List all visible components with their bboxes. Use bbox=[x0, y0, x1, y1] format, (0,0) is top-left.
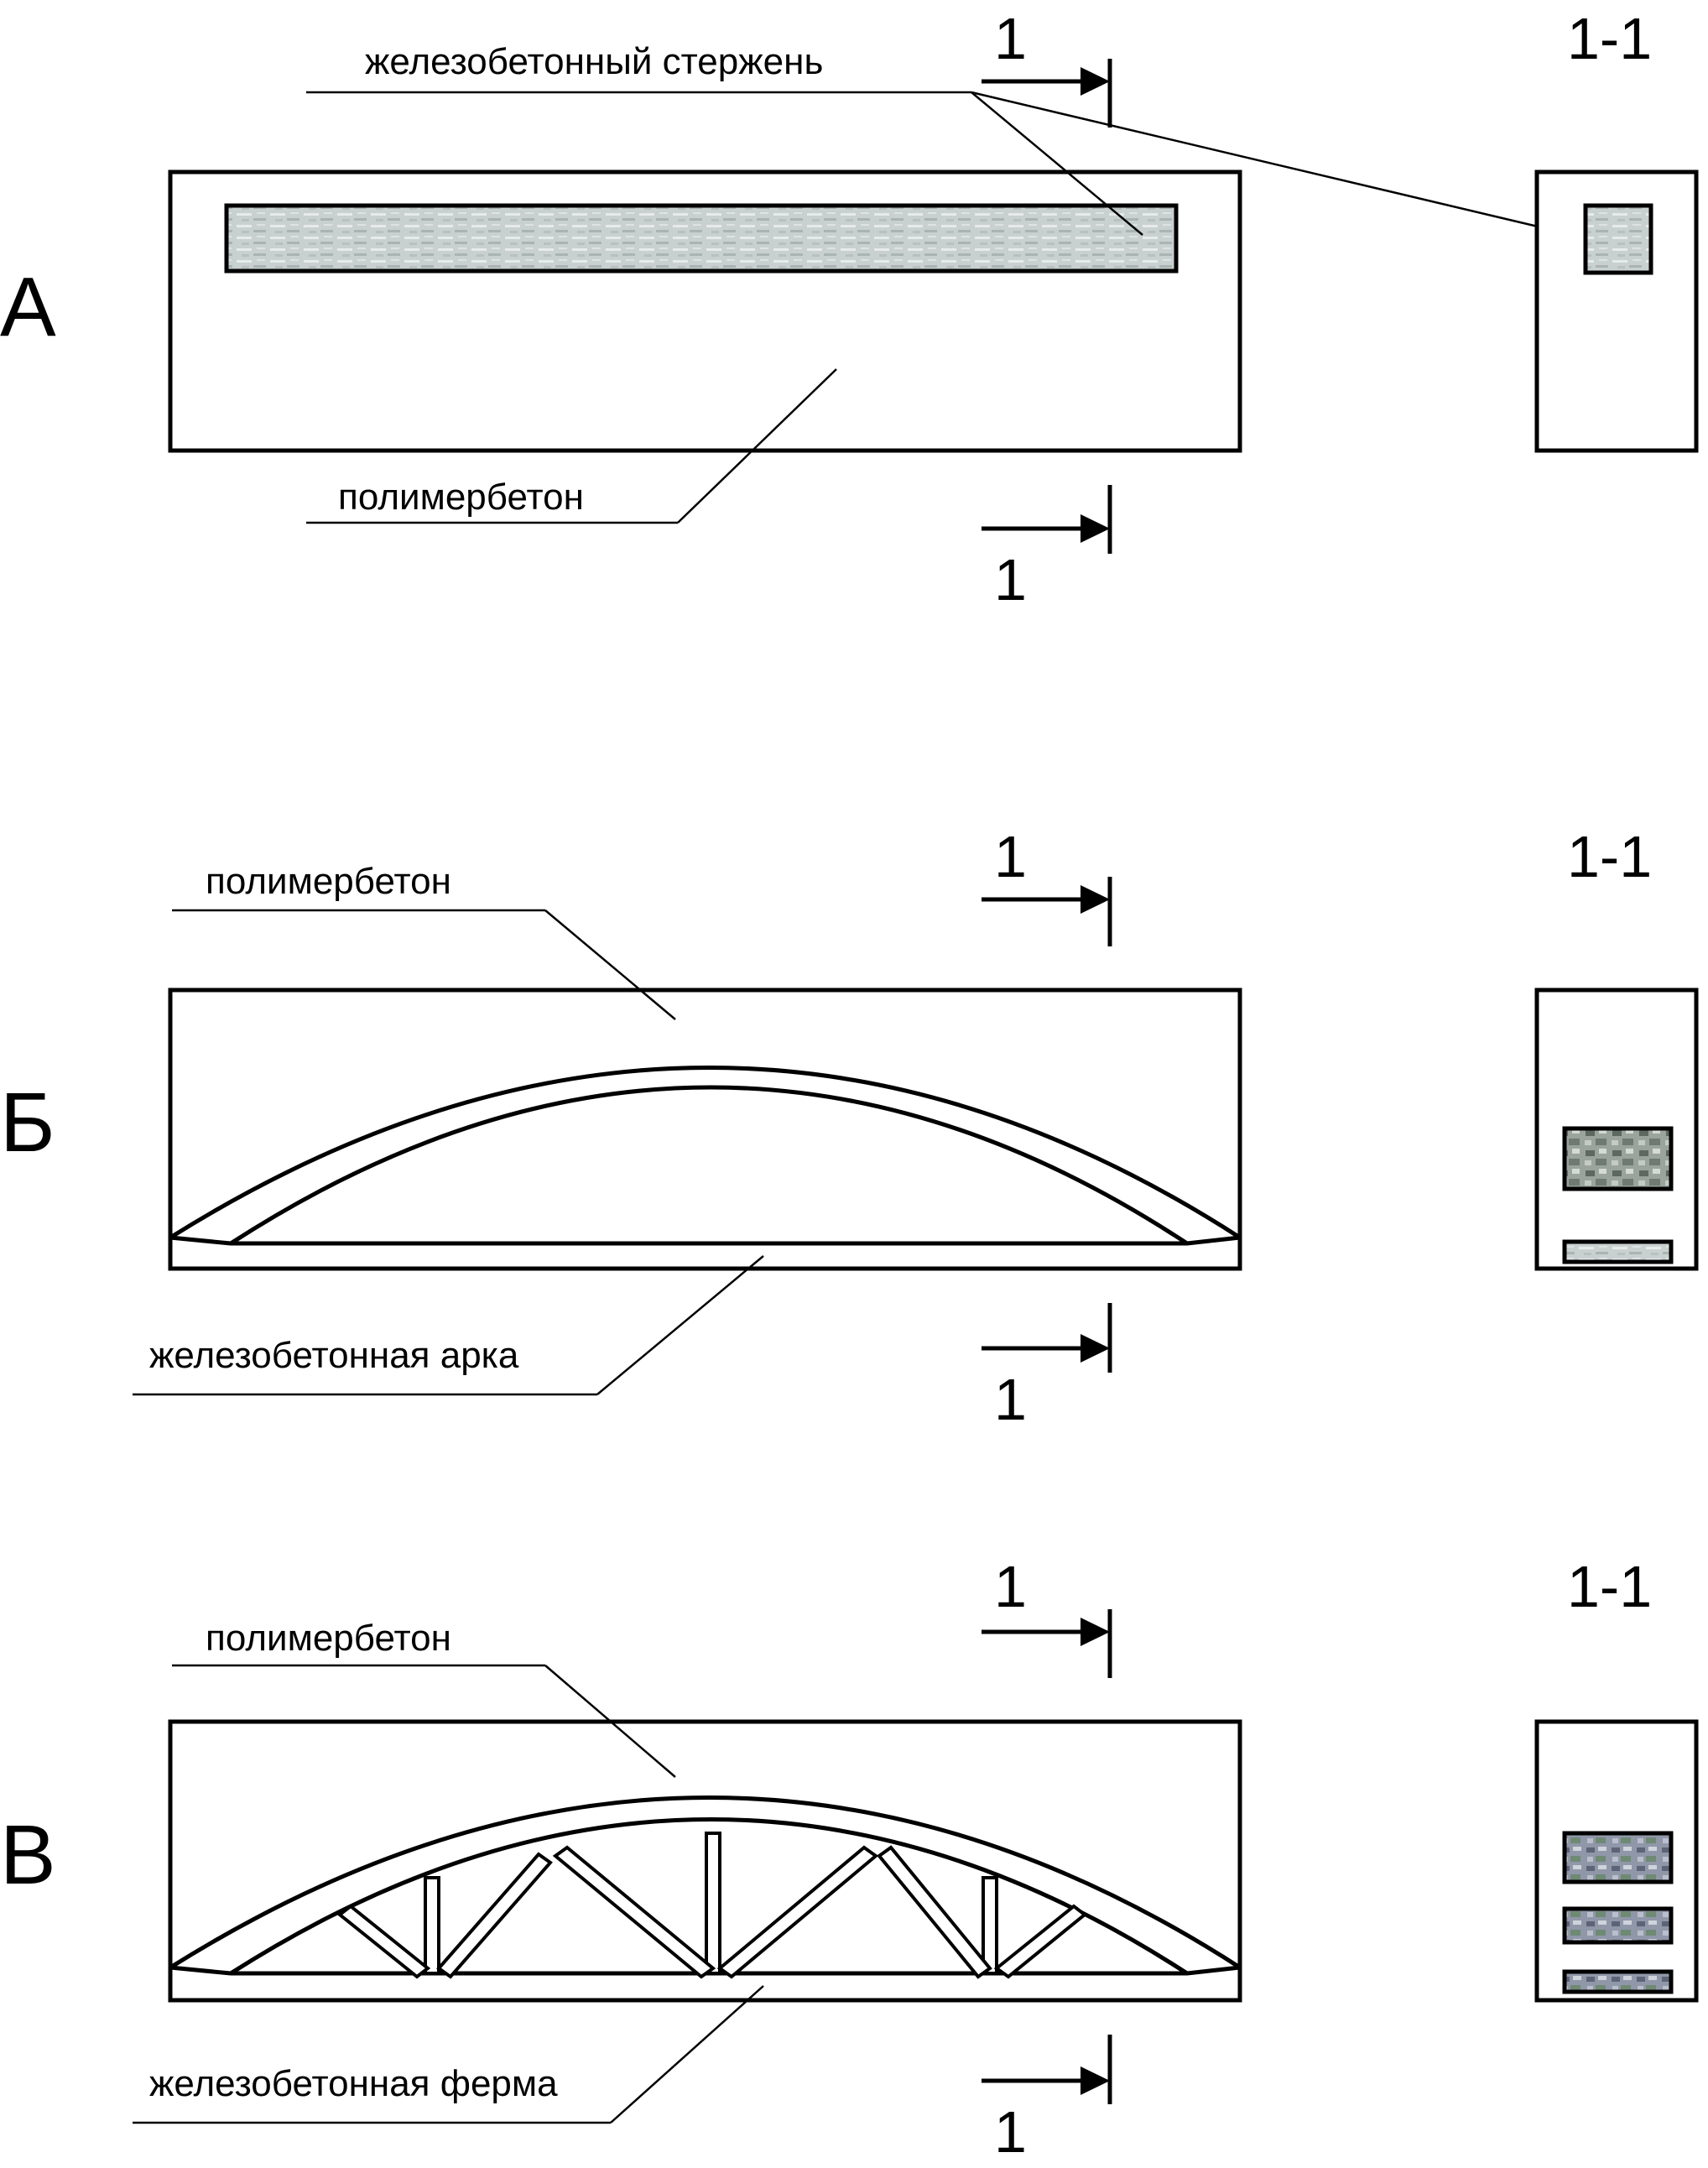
panel-c-section-mark-bottom: 1 bbox=[994, 2099, 1027, 2165]
panel-c-truss-diagonal bbox=[993, 1904, 1088, 1979]
panel-a-rod-label: железобетонный стержень bbox=[365, 41, 823, 82]
panel-c-section-mark-top: 1 bbox=[994, 1554, 1027, 1619]
panel-c-truss-vertical bbox=[705, 1832, 721, 1975]
panel-c-cross-section-top-chord bbox=[1562, 1831, 1674, 1884]
panel-c-section-title: 1-1 bbox=[1567, 1554, 1652, 1619]
panel-b-polymer-label: полимербетон bbox=[206, 861, 451, 902]
panel-a-section-arrow-top-head bbox=[1081, 67, 1110, 96]
panel-c-polymer-label: полимербетон bbox=[206, 1618, 451, 1659]
panel-b-polymer-concrete-beam bbox=[168, 988, 1242, 1271]
panel-c-cross-section-web bbox=[1562, 1906, 1674, 1945]
panel-c-truss-diagonal bbox=[336, 1904, 431, 1979]
panel-b-letter: Б bbox=[0, 1076, 55, 1170]
panel-b-section-mark-top: 1 bbox=[994, 824, 1027, 889]
panel-c: В полимербетон железобетонная ферма 1 bbox=[0, 1554, 1699, 2165]
panel-a-letter: А bbox=[0, 260, 56, 354]
panel-a-section-mark-top: 1 bbox=[994, 6, 1027, 71]
panel-c-section-arrow-top-head bbox=[1081, 1618, 1110, 1646]
panel-a-rod-leader bbox=[971, 91, 1143, 236]
panel-c-truss-leader bbox=[610, 1985, 764, 2124]
panel-b-cross-section-arch bbox=[1562, 1126, 1674, 1191]
panel-a-cross-section-rod bbox=[1583, 203, 1653, 275]
panel-b-arch-label: железобетонная арка bbox=[149, 1335, 519, 1376]
panel-c-section-arrow-bottom-head bbox=[1081, 2066, 1110, 2095]
panel-c-truss-label: железобетонная ферма bbox=[149, 2063, 558, 2104]
panel-b-section-title: 1-1 bbox=[1567, 824, 1652, 889]
panel-a-section-title: 1-1 bbox=[1567, 6, 1652, 71]
panel-a-rc-rod bbox=[224, 203, 1179, 274]
panel-b-arch-leader bbox=[596, 1255, 764, 1395]
panel-c-cross-section-bottom-chord bbox=[1562, 1969, 1674, 1994]
panel-b-section-arrow-top-head bbox=[1081, 885, 1110, 914]
panel-a-section-mark-bottom: 1 bbox=[994, 547, 1027, 612]
panel-c-truss-diagonal bbox=[716, 1845, 879, 1979]
panel-c-truss-top-chord bbox=[168, 1795, 1242, 1976]
panel-c-truss-vertical bbox=[424, 1876, 440, 1975]
panel-c-truss-diagonal bbox=[552, 1845, 716, 1979]
panel-a-rod-section-leader bbox=[971, 91, 1585, 239]
panel-a-polymer-leader bbox=[677, 368, 837, 524]
panel-c-truss-vertical bbox=[982, 1876, 998, 1975]
panel-a-polymer-label: полимербетон bbox=[338, 477, 584, 518]
panel-b-polymer-leader bbox=[544, 909, 676, 1020]
panel-b-section-mark-bottom: 1 bbox=[994, 1367, 1027, 1432]
panel-b: Б полимербетон железобетонная арка 1 1 1… bbox=[0, 824, 1699, 1432]
panel-c-truss-diagonal bbox=[877, 1845, 992, 1979]
panel-b-rc-arch bbox=[168, 1066, 1242, 1246]
panel-b-section-arrow-bottom-head bbox=[1081, 1334, 1110, 1363]
panel-c-letter: В bbox=[0, 1808, 56, 1902]
panel-c-truss-diagonal bbox=[436, 1852, 553, 1979]
panel-a-section-arrow-bottom-head bbox=[1081, 514, 1110, 543]
panel-b-cross-section-tie bbox=[1562, 1239, 1674, 1264]
panel-a: А железобетонный стержень полимербетон 1… bbox=[0, 6, 1699, 612]
panel-c-polymer-leader bbox=[544, 1665, 676, 1778]
